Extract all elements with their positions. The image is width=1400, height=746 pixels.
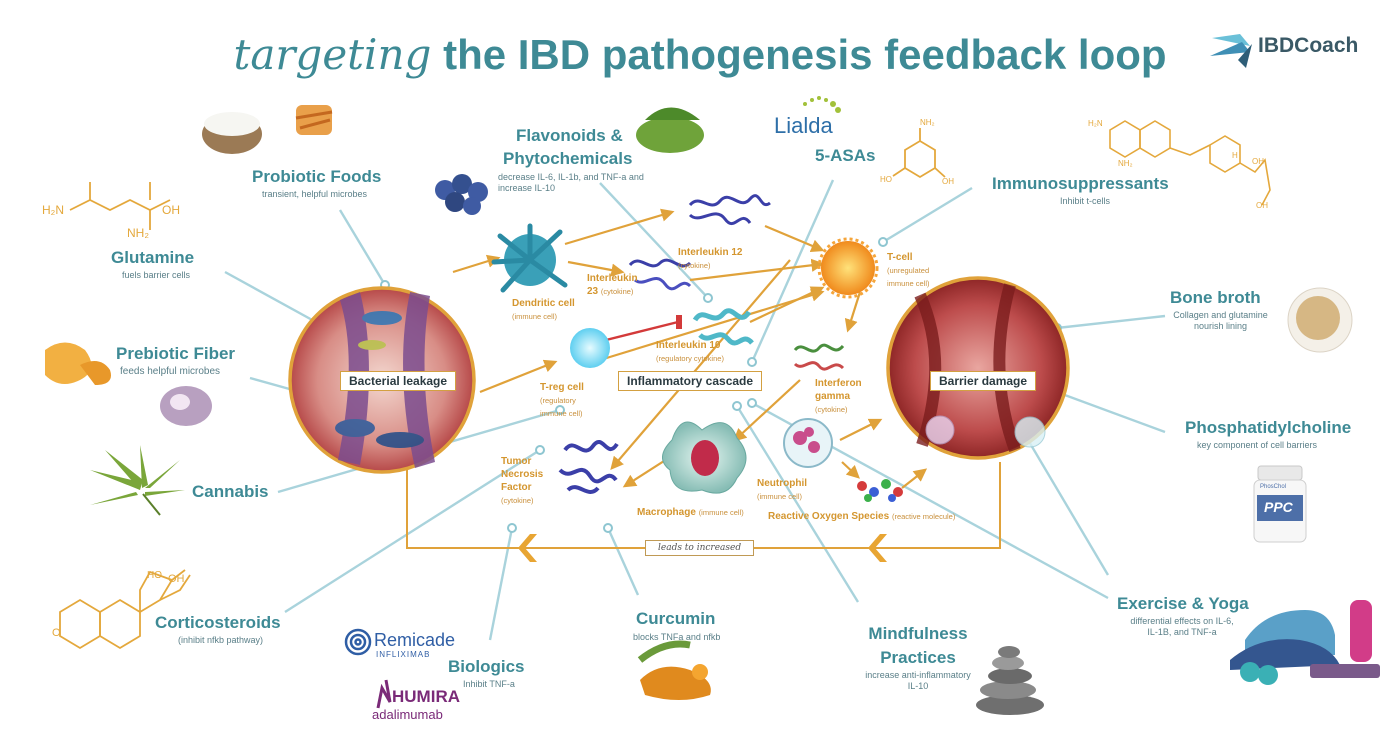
- probiotic-foods-label: Probiotic Foods: [252, 167, 382, 186]
- ros-label: Reactive Oxygen Species (reactive molecu…: [768, 511, 956, 522]
- 5asa-nh2: NH₂: [920, 118, 935, 127]
- immunosuppressants-label: Immunosuppressants: [992, 174, 1169, 193]
- mindfulness-desc-1: increase anti-inflammatory: [865, 670, 971, 680]
- mindfulness-label-1: Mindfulness: [868, 624, 968, 643]
- steroid-oh: OH: [168, 573, 185, 585]
- probiotic-foods-desc: transient, helpful microbes: [262, 189, 368, 199]
- probiotic-food-images: [202, 105, 333, 154]
- prebiotic-fiber-desc: feeds helpful microbes: [120, 366, 221, 377]
- bone-broth-image: [1287, 287, 1353, 353]
- corticosteroids-desc: (inhibit nfkb pathway): [178, 635, 264, 645]
- flavonoids-desc-2: increase IL-10: [498, 183, 556, 193]
- treg-cell-label: T-reg cell (regulatory immune cell): [540, 382, 584, 418]
- turmeric-image: [637, 640, 711, 700]
- mtx-h2n-1: H₂N: [1088, 119, 1103, 128]
- ppc-brand-top: PhosChol: [1260, 484, 1287, 490]
- exercise-image: [1230, 600, 1380, 685]
- connector-lines: [224, 179, 1166, 641]
- treg-cell-graphic: [570, 328, 610, 368]
- cannabis-label: Cannabis: [192, 482, 269, 501]
- barrier-damage-label: Barrier damage: [930, 371, 1037, 391]
- steroid-o: O: [52, 627, 61, 639]
- lialda-logo: Lialda: [774, 113, 833, 138]
- mtx-oh-1: OH: [1252, 157, 1264, 166]
- tcell-label: T-cell (unregulated immune cell): [887, 252, 930, 288]
- tnf-label: Tumor Necrosis Factor (cytokine): [501, 456, 544, 505]
- page-title: targeting the IBD pathogenesis feedback …: [233, 30, 1167, 79]
- macrophage-graphic: [662, 421, 747, 494]
- 5asas-label: 5-ASAs: [815, 146, 876, 165]
- lialda-dots: [803, 96, 841, 113]
- bacterial-leakage-label: Bacterial leakage: [340, 371, 457, 391]
- protein-graphics: [558, 194, 845, 494]
- phosphatidylcholine-desc: key component of cell barriers: [1197, 440, 1318, 450]
- exercise-desc-1: differential effects on IL-6,: [1130, 616, 1234, 626]
- ibdcoach-logo: IBDCoach: [1258, 34, 1359, 57]
- corticosteroid-molecule: [59, 569, 191, 650]
- neutrophil-graphic: [783, 418, 833, 468]
- dendritic-cell-label: Dendritic cell (immune cell): [512, 298, 575, 321]
- remicade-swirl-icon: [344, 628, 372, 656]
- interferon-gamma-label: Interferon gamma (cytokine): [815, 378, 862, 414]
- il10-label: Interleukin 10 (regulatory cytokine): [656, 340, 724, 363]
- ppc-bottle-image: [1253, 465, 1307, 543]
- glutamine-desc: fuels barrier cells: [122, 270, 191, 280]
- 5asa-molecule: [892, 128, 946, 179]
- glutamine-molecule: [69, 182, 171, 230]
- flavonoids-label-2: Phytochemicals: [503, 149, 633, 168]
- exercise-desc-2: IL-1B, and TNF-a: [1147, 627, 1217, 637]
- mtx-nh2: NH₂: [1118, 159, 1133, 168]
- steroid-ho: HO: [147, 570, 162, 581]
- tcell-graphic: [817, 237, 879, 299]
- curcumin-desc: blocks TNFa and nfkb: [633, 632, 721, 642]
- biologics-desc: Inhibit TNF-a: [463, 679, 515, 689]
- humira-logo: HUMIRA: [392, 687, 460, 706]
- glutamine-h2n: H₂N: [42, 203, 64, 217]
- curcumin-label: Curcumin: [636, 609, 716, 628]
- il12-label: Interleukin 12 (cytokine): [678, 247, 743, 270]
- humira-sub: adalimumab: [372, 707, 443, 722]
- mtx-h: H: [1232, 151, 1238, 160]
- prebiotic-fiber-label: Prebiotic Fiber: [116, 344, 236, 363]
- immunosuppressants-desc: Inhibit t-cells: [1060, 196, 1111, 206]
- mindfulness-label-2: Practices: [880, 648, 956, 667]
- ppc-brand: PPC: [1264, 499, 1293, 515]
- exercise-label: Exercise & Yoga: [1117, 594, 1249, 613]
- neutrophil-label: Neutrophil (immune cell): [757, 478, 807, 501]
- dendritic-cell-graphic: [491, 223, 568, 293]
- methotrexate-molecule: [1109, 120, 1271, 206]
- remicade-sub: INFLIXIMAB: [376, 650, 431, 659]
- inflammatory-cascade-label: Inflammatory cascade: [618, 371, 763, 391]
- bone-broth-desc-1: Collagen and glutamine: [1173, 310, 1268, 320]
- humira-mark-icon: [376, 679, 392, 709]
- stones-image: [976, 646, 1044, 715]
- ibdcoach-bird-icon: [1210, 34, 1252, 68]
- flavonoids-desc-1: decrease IL-6, IL-1b, and TNF-a and: [498, 172, 644, 182]
- leads-to-label: leads to increased: [645, 540, 755, 556]
- biologics-label: Biologics: [448, 657, 525, 676]
- glutamine-oh: OH: [162, 203, 180, 217]
- glutamine-nh2: NH₂: [127, 226, 149, 240]
- flavonoid-images: [435, 107, 704, 215]
- bone-broth-label: Bone broth: [1170, 288, 1261, 307]
- ros-graphic: [857, 479, 903, 502]
- loop-chevrons: [518, 534, 887, 562]
- bone-broth-desc-2: nourish lining: [1193, 321, 1248, 331]
- phosphatidylcholine-label: Phosphatidylcholine: [1185, 418, 1352, 437]
- glutamine-label: Glutamine: [111, 248, 195, 267]
- prebiotic-images: [45, 342, 212, 426]
- il23-label: Interleukin 23 (cytokine): [587, 273, 638, 297]
- mtx-oh-2: OH: [1256, 201, 1268, 210]
- mindfulness-desc-2: IL-10: [907, 681, 929, 691]
- cannabis-leaf: [90, 445, 185, 516]
- flavonoids-label-1: Flavonoids &: [516, 126, 623, 145]
- remicade-logo: Remicade: [374, 630, 456, 650]
- macrophage-label: Macrophage (immune cell): [637, 507, 744, 518]
- 5asa-ho: HO: [880, 175, 892, 184]
- 5asa-oh: OH: [942, 177, 954, 186]
- corticosteroids-label: Corticosteroids: [155, 613, 281, 632]
